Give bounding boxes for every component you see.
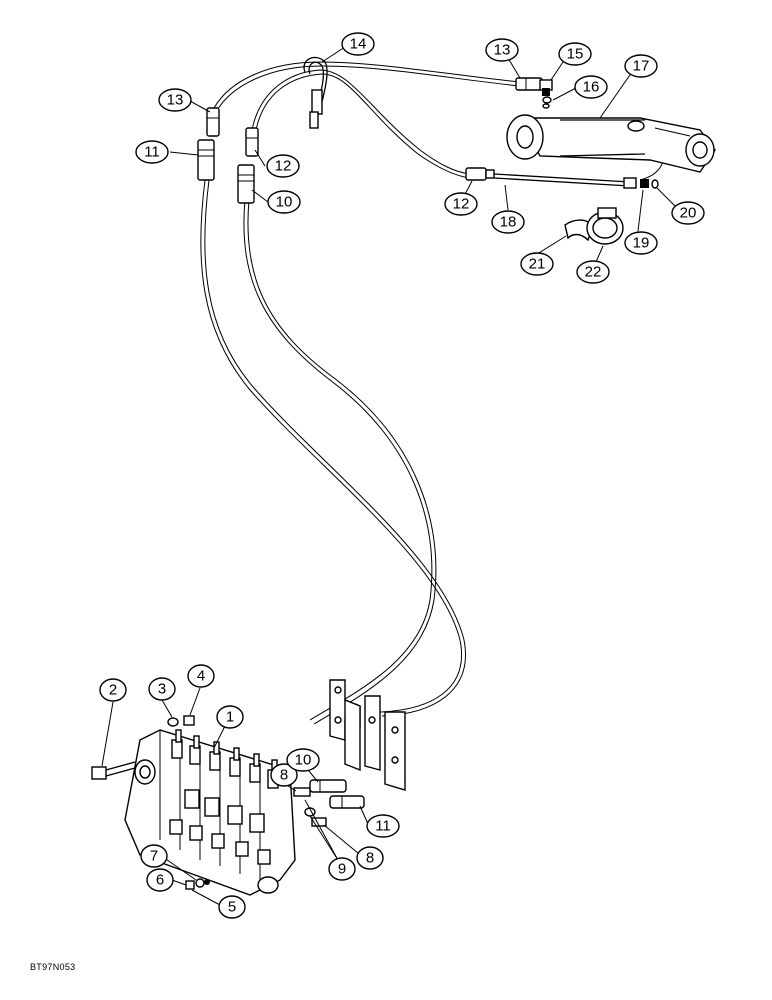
callout-7: 7 <box>140 844 168 868</box>
callout-label: 8 <box>280 767 288 784</box>
callout-label: 11 <box>144 144 160 161</box>
fitting-11-upper <box>197 139 215 181</box>
callout-12-upper: 12 <box>266 154 300 178</box>
callout-4: 4 <box>187 664 215 688</box>
bolt-5 <box>185 880 195 890</box>
callout-label: 9 <box>338 861 346 878</box>
shim-21 <box>564 219 593 242</box>
callout-14: 14 <box>341 32 375 56</box>
callout-11-lower: 11 <box>366 814 400 838</box>
lockwasher-7 <box>204 879 210 885</box>
fitting-13-right <box>515 77 543 91</box>
callout-8b: 8 <box>356 846 384 870</box>
callout-10-upper: 10 <box>267 190 301 214</box>
callout-label: 11 <box>375 818 391 835</box>
callout-label: 1 <box>226 709 234 726</box>
callout-label: 12 <box>453 196 470 213</box>
callout-6: 6 <box>146 868 174 892</box>
callout-10-lower: 10 <box>286 748 320 772</box>
fitting-13-left <box>206 107 220 137</box>
fitting-12-right <box>465 167 495 181</box>
callout-label: 5 <box>228 899 236 916</box>
callout-label: 19 <box>633 235 650 252</box>
valve-mounting-brackets <box>329 679 406 791</box>
callout-16: 16 <box>574 75 608 99</box>
callout-8a: 8 <box>270 763 298 787</box>
callout-9: 9 <box>328 857 356 881</box>
callout-13-left: 13 <box>158 88 192 112</box>
fitting-8-upper <box>293 787 311 797</box>
figure-code: BT97N053 <box>30 962 76 972</box>
fitting-10-lower <box>309 779 347 793</box>
callout-18: 18 <box>491 210 525 234</box>
bolt-2 <box>91 761 136 780</box>
callout-1: 1 <box>216 705 244 729</box>
callout-label: 10 <box>276 194 293 211</box>
callout-label: 7 <box>150 848 158 865</box>
callout-label: 17 <box>633 58 650 75</box>
callout-12-right: 12 <box>444 192 478 216</box>
callout-label: 10 <box>295 752 312 769</box>
callout-22: 22 <box>576 260 610 284</box>
callout-5: 5 <box>218 895 246 919</box>
callout-20: 20 <box>671 201 705 225</box>
callout-15: 15 <box>558 42 592 66</box>
callout-label: 18 <box>500 214 517 231</box>
callout-2: 2 <box>99 678 127 702</box>
adapter-19 <box>640 179 649 188</box>
callout-11-upper: 11 <box>135 140 169 164</box>
callout-label: 4 <box>197 668 205 685</box>
callout-label: 15 <box>567 46 584 63</box>
callout-19: 19 <box>624 231 658 255</box>
nut-4 <box>183 715 195 726</box>
o-ring-16 <box>542 96 552 109</box>
o-ring-20 <box>651 179 659 189</box>
callout-label: 6 <box>156 872 164 889</box>
callout-label: 2 <box>109 682 117 699</box>
hydraulic-cylinder-17 <box>506 114 716 173</box>
callout-label: 13 <box>494 42 511 59</box>
callout-label: 8 <box>366 850 374 867</box>
fitting-10-upper <box>237 164 255 204</box>
callout-label: 21 <box>529 256 546 273</box>
elbow-fitting-15 <box>539 79 553 96</box>
callout-label: 20 <box>680 205 697 222</box>
callout-label: 16 <box>583 79 600 96</box>
callout-label: 12 <box>275 158 292 175</box>
hydraulic-hoses <box>200 61 665 725</box>
callout-21: 21 <box>520 252 554 276</box>
washer-3 <box>167 717 179 727</box>
callout-17: 17 <box>624 54 658 78</box>
callout-label: 22 <box>585 264 602 281</box>
callout-label: 3 <box>158 681 166 698</box>
fitting-12-upper <box>245 127 259 157</box>
callout-3: 3 <box>148 677 176 701</box>
callout-label: 14 <box>350 36 367 53</box>
control-valve-1 <box>124 729 296 896</box>
fitting-11-lower <box>329 795 365 809</box>
hose-clamp-14 <box>303 56 328 129</box>
steel-tube-18 <box>493 173 637 189</box>
callout-13-right: 13 <box>485 38 519 62</box>
hose-clamp-22 <box>586 207 624 245</box>
callout-label: 13 <box>167 92 184 109</box>
washer-6 <box>195 878 205 888</box>
